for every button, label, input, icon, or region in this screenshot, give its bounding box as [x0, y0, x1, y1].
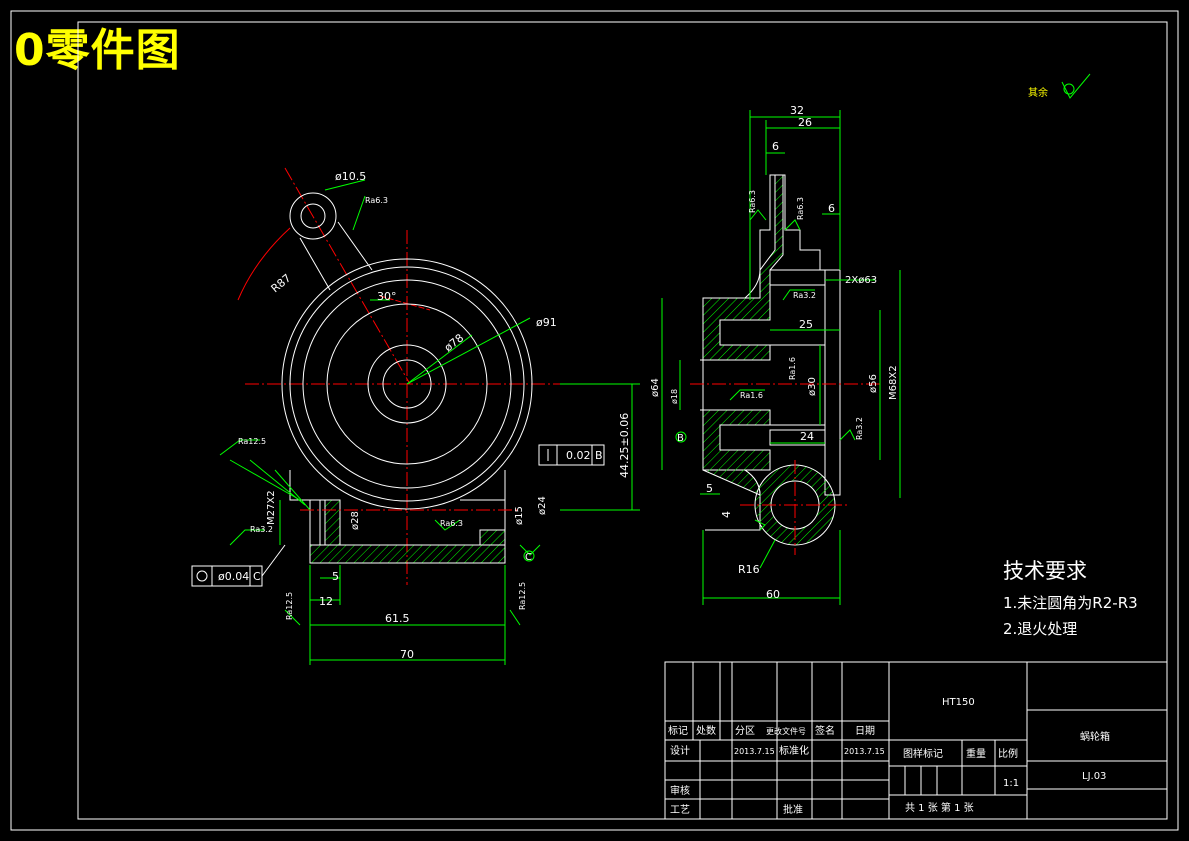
label-d24: ø24 — [537, 496, 548, 515]
header-zone: 分区 — [735, 725, 755, 737]
label-dim44: 44.25±0.06 — [618, 413, 631, 478]
label-hole-dia: ø10.5 — [335, 170, 366, 183]
stage-label: 图样标记 — [903, 747, 943, 760]
label-side-d56: ø56 — [868, 374, 879, 393]
standard-date: 2013.7.15 — [844, 747, 885, 756]
tol-right-datum: B — [595, 449, 603, 462]
label-c-mark: C — [525, 552, 532, 563]
header-change-doc: 更改文件号 — [766, 726, 806, 736]
label-angle: 30° — [377, 290, 397, 303]
label-side-dim4: 4 — [720, 511, 733, 518]
label-ra-b2: Ra12.5 — [518, 582, 527, 610]
sheet-count: 共 1 张 第 1 张 — [905, 801, 974, 814]
tol-left-datum: C — [253, 570, 261, 583]
label-side-ra16b: Ra1.6 — [740, 391, 763, 400]
tolerance-frame-right: 0.02 B — [538, 444, 605, 466]
label-side-r16: R16 — [738, 563, 760, 576]
title-block-text: HT150 蜗轮箱 LJ.03 1:1 标记 处数 分区 更改文件号 签名 日期… — [668, 697, 1110, 816]
technical-requirements: 技术要求 1.未注圆角为R2-R3 2.退火处理 — [1003, 559, 1138, 638]
label-side-dim26: 26 — [798, 116, 812, 129]
label-side-ra16: Ra1.6 — [788, 357, 797, 380]
label-dim61: 61.5 — [385, 612, 410, 625]
label-dim70: 70 — [400, 648, 414, 661]
drawing-number: LJ.03 — [1082, 771, 1106, 782]
standard-label: 标准化 — [779, 744, 809, 757]
label-m27: M27X2 — [266, 490, 277, 525]
label-side-d30: ø30 — [807, 377, 818, 396]
label-d15: ø15 — [514, 506, 525, 525]
label-ra-mid: Ra6.3 — [440, 519, 463, 528]
tol-left-value: ø0.04 — [218, 570, 249, 583]
label-r87: R87 — [269, 271, 294, 295]
label-dim12: 12 — [319, 595, 333, 608]
requirement-item-2: 2.退火处理 — [1003, 620, 1077, 638]
label-d28: ø28 — [350, 511, 361, 530]
title-block — [664, 661, 1168, 820]
requirements-title: 技术要求 — [1003, 559, 1087, 583]
inner-border — [77, 21, 1168, 820]
scale-value: 1:1 — [1003, 778, 1019, 789]
label-side-b-mark: B — [677, 433, 684, 444]
outer-border — [10, 10, 1179, 831]
weight-label: 重量 — [966, 747, 986, 760]
tolerance-frame-left: ø0.04 C — [191, 544, 286, 587]
label-ra32: Ra3.2 — [250, 525, 273, 534]
label-side-dim25: 25 — [799, 318, 813, 331]
label-d78: ø78 — [442, 331, 466, 354]
front-view: ø10.5 Ra6.3 R87 30° ø78 ø91 Ra12.5 M27X2… — [191, 167, 640, 665]
check-label: 审核 — [670, 784, 690, 797]
label-side-ra-top1: Ra6.3 — [748, 190, 757, 213]
label-side-d18: ø18 — [670, 389, 679, 404]
design-label: 设计 — [670, 744, 690, 757]
header-date: 日期 — [855, 725, 875, 737]
drawing-heading: 0零件图 — [14, 25, 181, 76]
label-side-dim24: 24 — [800, 430, 814, 443]
label-dim5: 5 — [332, 570, 339, 583]
label-side-dim6a: 6 — [772, 140, 779, 153]
label-side-ra-top2: Ra6.3 — [796, 197, 805, 220]
scale-label: 比例 — [998, 747, 1018, 760]
surface-note: 其余 — [1028, 86, 1048, 99]
label-ra-left: Ra12.5 — [238, 437, 266, 446]
label-d91: ø91 — [536, 316, 557, 329]
side-view: 32 26 6 6 Ra6.3 Ra6.3 2Xø63 Ra3.2 25 Ra1… — [650, 104, 901, 605]
label-side-dim6b: 6 — [828, 202, 835, 215]
label-side-d64: ø64 — [650, 378, 661, 397]
header-sign: 签名 — [815, 724, 835, 737]
tol-right-value: 0.02 — [566, 449, 591, 462]
process-label: 工艺 — [670, 804, 690, 816]
requirement-item-1: 1.未注圆角为R2-R3 — [1003, 594, 1138, 612]
design-date: 2013.7.15 — [734, 747, 775, 756]
label-side-ra-mid: Ra3.2 — [793, 291, 816, 300]
roughness-symbol-icon — [1061, 73, 1091, 99]
label-side-m68: M68X2 — [888, 365, 899, 400]
label-side-dim60: 60 — [766, 588, 780, 601]
label-ra-b1: Ra12.5 — [285, 592, 294, 620]
label-hole-ra: Ra6.3 — [365, 196, 388, 205]
label-side-ra-r: Ra3.2 — [855, 417, 864, 440]
part-name: 蜗轮箱 — [1080, 730, 1110, 743]
label-side-d63: 2Xø63 — [845, 275, 877, 286]
approve-label: 批准 — [783, 803, 803, 816]
header-mark: 标记 — [668, 725, 688, 737]
label-side-dim5: 5 — [706, 482, 713, 495]
label-side-dim32: 32 — [790, 104, 804, 117]
header-count: 处数 — [696, 724, 716, 737]
material: HT150 — [942, 697, 975, 708]
